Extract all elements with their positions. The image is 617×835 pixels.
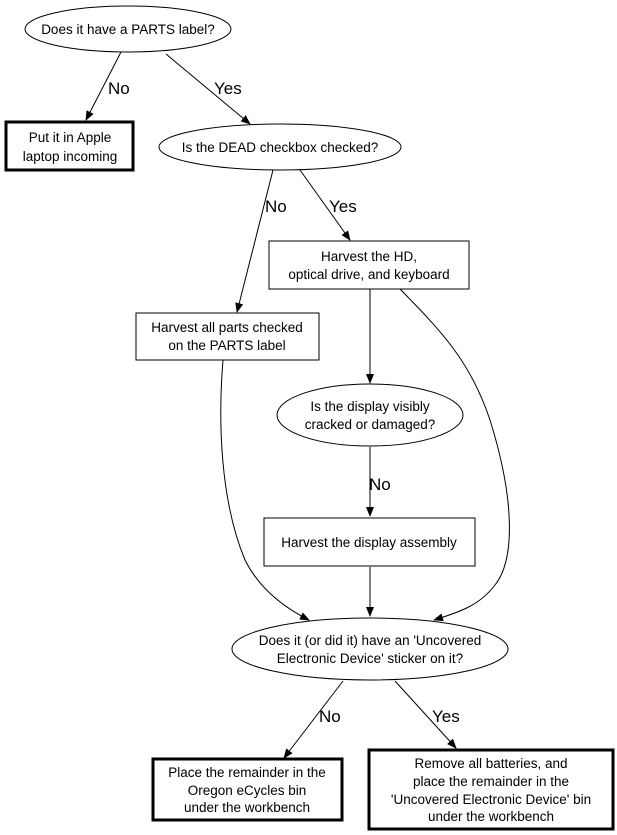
node-text: Is the display visibly — [310, 399, 430, 414]
edge-label-no: No — [108, 79, 130, 98]
node-text: Place the remainder in the — [168, 765, 326, 780]
node-harvest-hd: Harvest the HD, optical drive, and keybo… — [268, 240, 470, 290]
edge-label-no: No — [369, 475, 391, 494]
node-ecycles-bin: Place the remainder in the Oregon eCycle… — [151, 757, 344, 822]
node-text: on the PARTS label — [168, 338, 285, 353]
edge-dead-no — [235, 169, 274, 313]
node-text: under the workbench — [428, 809, 554, 824]
edge-hd-sticker — [399, 288, 510, 622]
node-parts-label-question: Does it have a PARTS label? — [24, 5, 232, 53]
node-text: Harvest the HD, — [321, 249, 417, 264]
edge-parts-yes — [165, 53, 251, 125]
node-text: Is the DEAD checkbox checked? — [182, 140, 379, 155]
node-text: Does it (or did it) have an 'Uncovered — [259, 633, 481, 648]
edge-label-no: No — [319, 707, 341, 726]
node-ued-bin: Remove all batteries, and place the rema… — [367, 748, 615, 831]
node-apple-incoming: Put it in Apple laptop incoming — [4, 120, 135, 172]
edge-sticker-no — [283, 680, 344, 759]
edge-label-yes: Yes — [432, 707, 460, 726]
node-text: Remove all batteries, and — [414, 756, 567, 771]
edge-dead-yes — [299, 169, 351, 241]
edge-label-yes: Yes — [214, 79, 242, 98]
node-text: Does it have a PARTS label? — [41, 22, 215, 37]
edge-sticker-yes — [394, 680, 457, 749]
edges — [85, 51, 510, 759]
node-text: place the remainder in the — [413, 774, 569, 789]
node-text: cracked or damaged? — [305, 417, 436, 432]
node-text: Oregon eCycles bin — [188, 783, 307, 798]
node-text: Electronic Device' sticker on it? — [277, 651, 463, 666]
node-text: laptop incoming — [23, 149, 118, 164]
edge-checked-sticker — [220, 359, 310, 621]
node-text: under the workbench — [184, 800, 310, 815]
edge-label-yes: Yes — [329, 197, 357, 216]
node-harvest-checked-parts: Harvest all parts checked on the PARTS l… — [135, 312, 320, 361]
node-text: Harvest all parts checked — [151, 320, 303, 335]
node-sticker-question: Does it (or did it) have an 'Uncovered E… — [231, 617, 509, 681]
node-text: Harvest the display assembly — [281, 535, 457, 550]
edge-label-no: No — [265, 197, 287, 216]
node-display-cracked-question: Is the display visibly cracked or damage… — [276, 383, 464, 447]
node-text: optical drive, and keyboard — [288, 267, 449, 282]
node-text: Put it in Apple — [29, 130, 112, 145]
edge-parts-no — [85, 51, 122, 121]
node-dead-checkbox-question: Is the DEAD checkbox checked? — [158, 123, 402, 171]
node-harvest-display: Harvest the display assembly — [263, 517, 476, 567]
node-text: 'Uncovered Electronic Device' bin — [391, 792, 591, 807]
